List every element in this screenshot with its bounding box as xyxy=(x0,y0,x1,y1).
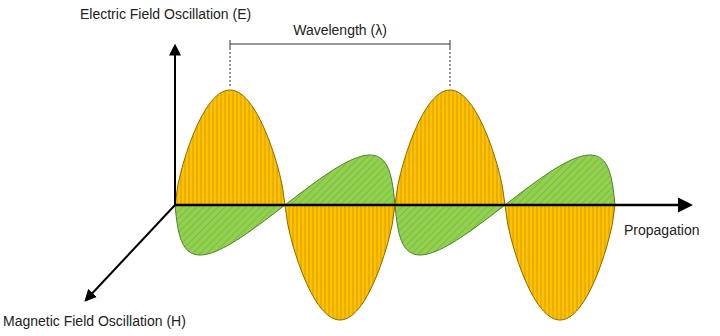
h-lobe xyxy=(505,155,615,205)
axis-label: Wavelength (λ) xyxy=(293,22,387,39)
e-lobe xyxy=(175,90,285,205)
h-axis xyxy=(86,205,175,300)
e-lobe xyxy=(505,205,615,320)
e-lobe xyxy=(285,205,395,320)
dotted-guide xyxy=(230,48,231,88)
e-axis xyxy=(174,46,176,205)
wavelength-bracket xyxy=(230,44,450,45)
dotted-guide xyxy=(450,48,451,88)
axis-label: Magnetic Field Oscillation (H) xyxy=(3,313,186,330)
axis-label: Electric Field Oscillation (E) xyxy=(80,6,251,23)
bracket-tick xyxy=(230,40,231,48)
h-lobe xyxy=(395,205,505,255)
h-lobe xyxy=(285,155,395,205)
e-lobe xyxy=(395,90,505,205)
bracket-tick xyxy=(450,40,451,48)
propagation-axis xyxy=(175,204,690,207)
h-lobe xyxy=(175,205,285,255)
axis-label: Propagation xyxy=(624,222,700,239)
